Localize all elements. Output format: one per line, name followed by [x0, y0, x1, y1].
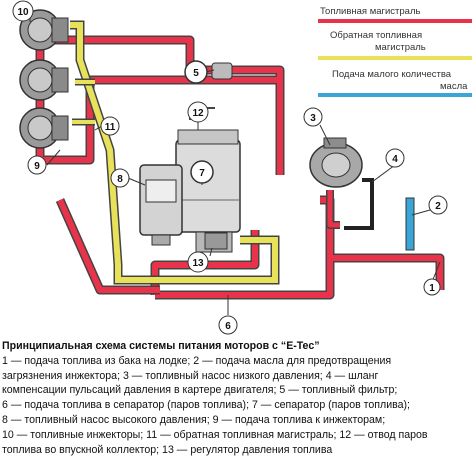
callout-3: 3: [303, 107, 323, 127]
svg-text:5: 5: [193, 68, 199, 79]
svg-text:4: 4: [392, 154, 398, 165]
caption-line: 6 — подача топлива в сепаратор (паров то…: [2, 399, 410, 412]
svg-text:9: 9: [34, 161, 40, 172]
callout-5: 5: [184, 60, 208, 84]
caption-line: 8 — топливный насос высокого давления; 9…: [2, 413, 386, 426]
return-lines: [70, 20, 280, 285]
callout-4: 4: [385, 148, 405, 168]
callout-10: 10: [12, 0, 34, 22]
callout-8: 8: [110, 168, 130, 188]
callout-9: 9: [27, 155, 47, 175]
callout-13: 13: [187, 251, 209, 273]
oil-line: [405, 197, 415, 251]
pressure-regulator: [204, 232, 228, 250]
caption-line: компенсации пульсаций давления в картере…: [2, 384, 398, 397]
fuel-filter: [211, 62, 233, 80]
svg-text:11: 11: [105, 122, 116, 133]
caption-line: 1 — подача топлива из бака на лодке; 2 —…: [2, 354, 392, 367]
caption-title: Принципиальная схема системы питания мот…: [2, 340, 320, 352]
svg-text:10: 10: [17, 7, 29, 18]
low-pressure-pump: [309, 137, 363, 188]
caption-line: топлива во впускной коллектор; 13 — регу…: [2, 443, 333, 456]
svg-text:13: 13: [192, 258, 204, 269]
injector-middle: [19, 59, 69, 101]
svg-text:6: 6: [225, 321, 231, 332]
caption-line: загрязнения инжектора; 3 — топливный нас…: [2, 369, 379, 382]
callout-1: 1: [423, 278, 441, 296]
svg-text:3: 3: [310, 113, 316, 124]
callout-6: 6: [218, 315, 238, 335]
svg-text:7: 7: [199, 168, 205, 179]
callout-12: 12: [187, 101, 209, 123]
fuel-system-diagram: Топливная магистраль Обратная топливная …: [12, 0, 472, 335]
legend-label-oil-line-2: масла: [440, 81, 468, 92]
svg-text:1: 1: [429, 283, 435, 294]
svg-text:12: 12: [192, 108, 204, 119]
figure-caption: Принципиальная схема системы питания мот…: [2, 339, 472, 457]
svg-text:2: 2: [435, 201, 441, 212]
callout-7: 7: [190, 160, 214, 184]
callout-2: 2: [428, 195, 448, 215]
callouts: 1 2 3 4 5 6 7 8 9 10 11 12 13: [12, 0, 448, 335]
legend: Топливная магистраль Обратная топливная …: [318, 6, 472, 97]
vapor-separator: [175, 129, 241, 253]
legend-label-oil-line-1: Подача малого количества: [332, 69, 452, 80]
legend-label-return-line-2: магистраль: [375, 42, 426, 53]
caption-line: 10 — топливные инжекторы; 11 — обратная …: [2, 428, 428, 441]
svg-text:8: 8: [117, 174, 123, 185]
callout-11: 11: [100, 116, 120, 136]
legend-label-fuel-line: Топливная магистраль: [320, 6, 420, 17]
high-pressure-pump: [139, 164, 183, 246]
fuel-injectors: [19, 9, 69, 149]
pressure-compensation-hose: [344, 178, 374, 230]
legend-label-return-line-1: Обратная топливная: [330, 30, 422, 41]
injector-bottom: [19, 107, 69, 149]
